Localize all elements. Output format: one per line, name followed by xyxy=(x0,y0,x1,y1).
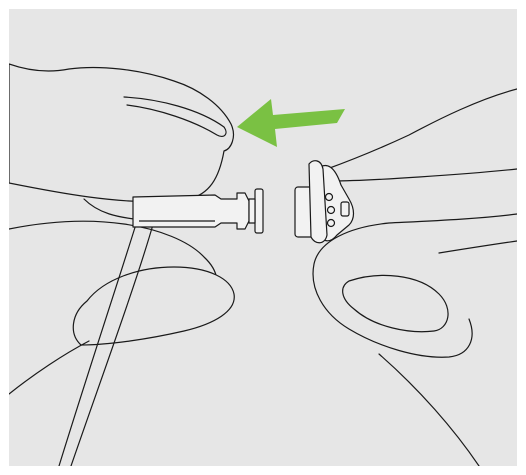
dome-vent-3 xyxy=(328,220,335,227)
dome-vent-2 xyxy=(328,207,335,214)
dome-vent-1 xyxy=(326,194,333,201)
connector-flange xyxy=(255,189,263,233)
hearing-aid-assembly-illustration xyxy=(9,9,517,466)
connector-tip xyxy=(249,199,255,223)
connector-body xyxy=(133,193,249,229)
dome-slot xyxy=(341,202,349,216)
instruction-illustration xyxy=(9,9,517,466)
